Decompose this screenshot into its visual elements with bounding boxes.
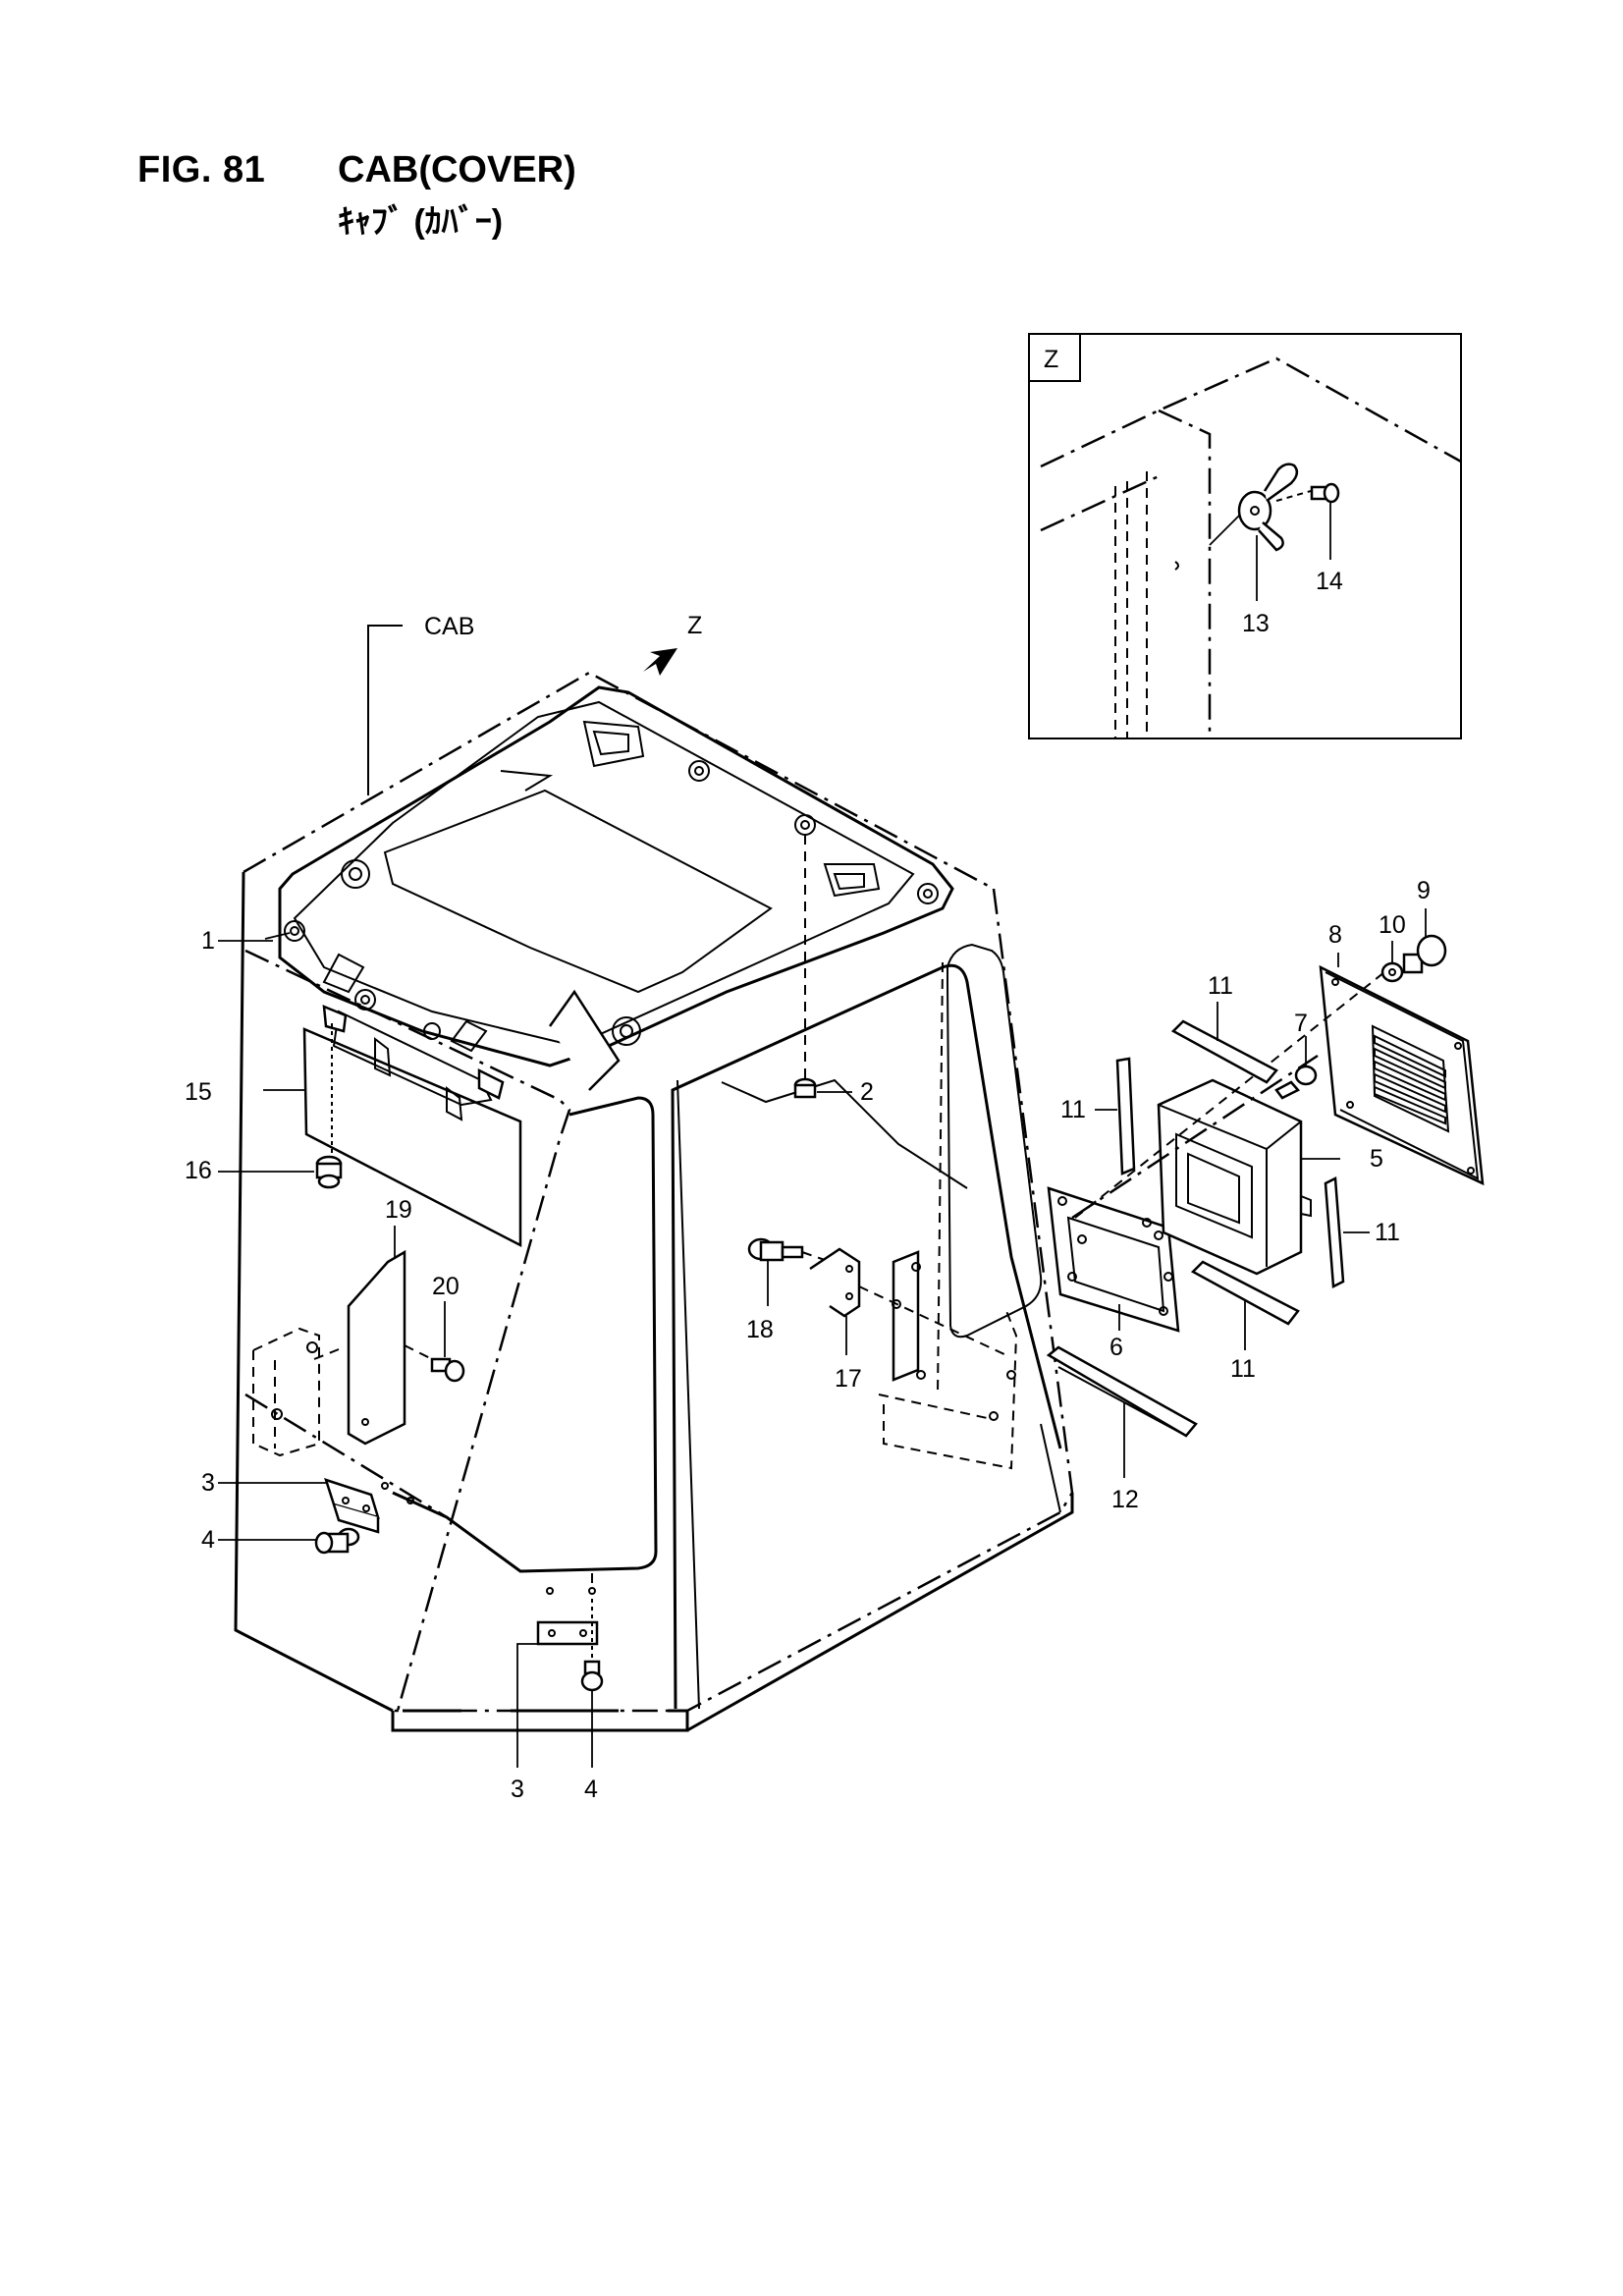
callout-18: 18 [746,1316,774,1343]
callout-9: 9 [1417,877,1431,904]
callout-19: 19 [385,1196,412,1224]
part-10-washer: 10 [1379,911,1406,983]
view-arrow-label: Z [687,612,702,639]
part-5-frame: 5 [1157,1078,1383,1276]
part-8-louver: 8 [1319,921,1485,1186]
part-3-plate-left: 3 [201,1469,380,1534]
left-side-recess [252,1327,320,1457]
part-16-bolt: 16 [185,1023,343,1189]
callout-11-right: 11 [1375,1219,1400,1246]
callout-6: 6 [1109,1334,1123,1361]
detail-view-label-box [1028,333,1081,382]
callout-20: 20 [432,1273,460,1300]
cab-body [234,671,1074,1732]
roof-panel [264,685,954,1091]
part-6-gasket: 6 [1047,1186,1180,1361]
callout-4-bottom: 4 [584,1776,598,1803]
callout-3-bottom: 3 [511,1776,524,1803]
callout-11-bottom: 11 [1230,1355,1256,1383]
part-11-seal-bottom: 11 [1190,1260,1300,1383]
part-11-seal-top: 11 [1170,972,1278,1084]
part-12-seal-long: 12 [1046,1345,1198,1513]
callout-8: 8 [1328,921,1342,949]
figure-subtitle: ｷｬﾌﾞ (ｶﾊﾞｰ) [338,203,504,241]
callout-5: 5 [1370,1145,1383,1173]
detail-view-z: Z 14 13 [1028,333,1462,739]
part-14-screw [1275,482,1340,504]
side-patch-plate [892,1250,920,1382]
callout-15: 15 [185,1078,212,1106]
part-19-plate: 19 [347,1196,412,1446]
callout-3-left: 3 [201,1469,215,1497]
part-17-bracket: 17 [809,1247,862,1393]
callout-17: 17 [835,1365,862,1393]
callout-11-top: 11 [1208,972,1233,1000]
part-9-knob: 9 [1402,877,1447,974]
detail-view-label: Z [1044,346,1058,373]
part-4-bolt-bottom: 4 [580,1599,604,1803]
part-15-cover: 15 [185,1005,522,1248]
part-4-bolt-left: 4 [201,1526,360,1555]
part-2-bolt: 2 [793,835,874,1106]
callout-14: 14 [1316,568,1343,595]
view-z-arrow-icon [643,648,677,676]
cab-reference: CAB Z [367,612,702,795]
part-7-screw: 7 [1274,1010,1318,1100]
callout-1: 1 [201,927,215,955]
part-18-bolt: 18 [746,1237,826,1343]
part-11-seal-left: 11 [1060,1057,1136,1175]
cab-label: CAB [424,613,474,640]
callout-2: 2 [860,1078,874,1106]
callout-7: 7 [1294,1010,1308,1037]
callout-13: 13 [1242,610,1270,637]
part-11-seal-right: 11 [1324,1176,1400,1288]
callout-16: 16 [185,1157,212,1184]
callout-11-left: 11 [1060,1096,1086,1123]
part-3-plate-bottom: 3 [511,1573,599,1803]
part-20-screw: 20 [313,1273,465,1383]
figure-title: CAB(COVER) [338,149,576,191]
figure-number: FIG. 81 [137,149,266,191]
callout-4-left: 4 [201,1526,215,1554]
callout-10: 10 [1379,911,1406,939]
part-13-latch [1174,463,1299,571]
callout-12: 12 [1111,1486,1139,1513]
